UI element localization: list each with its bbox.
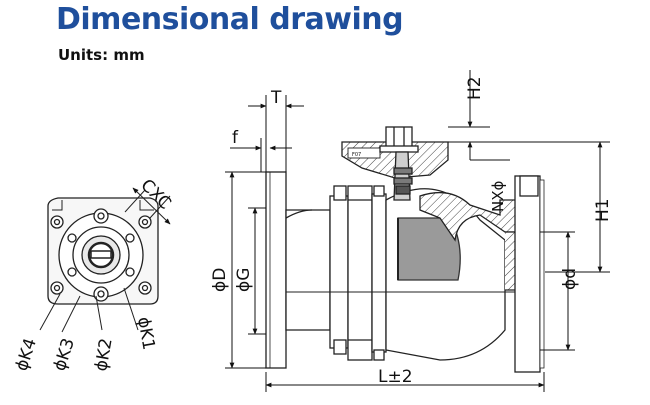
dim-NX: NXϕ [489,181,507,212]
dim-T: T [270,88,282,108]
svg-text:F07: F07 [352,152,361,158]
left-flange [265,171,287,369]
units-label: Units: mm [58,46,145,64]
dim-d: ϕd [560,268,580,290]
dim-f: f [232,128,239,148]
top-view [39,187,171,333]
dimension-lines [225,70,610,392]
dim-H2: H2 [465,76,485,100]
dim-G: ϕG [234,268,254,292]
svg-text:ϕK1: ϕK1 [133,315,158,351]
side-view: F07 [265,126,545,373]
right-flange [514,175,541,373]
page-title: Dimensional drawing [56,2,404,37]
dim-H1: H1 [593,198,613,222]
k2-label: ϕK2 [91,337,116,373]
k4-label: ϕK4 [12,336,41,374]
k3-label: ϕK3 [50,336,79,374]
dim-D: ϕD [210,268,230,292]
dim-L: L±2 [378,367,413,387]
